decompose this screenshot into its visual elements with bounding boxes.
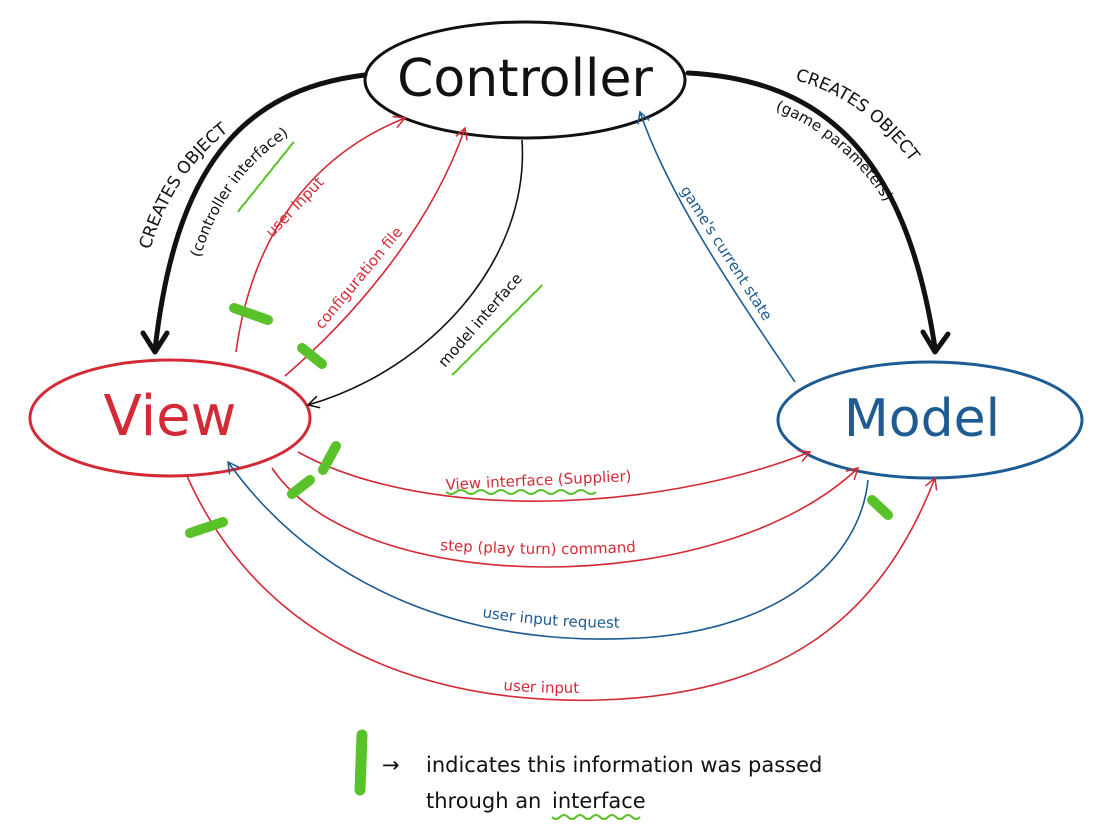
user-input-bottom-label: user input bbox=[503, 676, 580, 697]
creates-view-label: CREATES OBJECT bbox=[136, 119, 233, 252]
model-interface-label: model interface bbox=[434, 270, 526, 371]
edge-step-command: step (play turn) command bbox=[271, 466, 860, 568]
legend-arrow: → bbox=[382, 753, 400, 777]
view-label: View bbox=[104, 384, 237, 449]
controller-node: Controller bbox=[363, 20, 687, 140]
games-current-state-label: game's current state bbox=[677, 182, 776, 323]
legend-marker bbox=[354, 729, 368, 796]
edge-model-interface: model interface bbox=[306, 139, 543, 409]
legend-line-1: indicates this information was passed bbox=[426, 753, 822, 777]
legend-underline bbox=[551, 814, 641, 820]
legend: → indicates this information was passed … bbox=[354, 729, 822, 820]
user-input-request-label: user input request bbox=[481, 603, 619, 632]
edge-games-current-state: game's current state bbox=[637, 110, 796, 383]
edge-configuration-file: configuration file bbox=[284, 126, 468, 377]
view-node: View bbox=[28, 358, 312, 478]
model-node: Model bbox=[776, 360, 1084, 480]
user-input-top-label: user input bbox=[262, 173, 328, 241]
controller-label: Controller bbox=[397, 49, 653, 109]
edge-creates-model: CREATES OBJECT (game parameters) bbox=[685, 66, 951, 355]
edge-user-input-to-model: user input bbox=[185, 475, 938, 702]
step-command-label: step (play turn) command bbox=[440, 536, 637, 558]
legend-line-2-emphasis: interface bbox=[552, 789, 646, 813]
legend-line-2-prefix: through an bbox=[426, 789, 541, 813]
model-label: Model bbox=[844, 389, 1000, 449]
edge-view-interface-supplier: View interface (Supplier) bbox=[297, 441, 812, 502]
configuration-file-label: configuration file bbox=[311, 223, 406, 332]
